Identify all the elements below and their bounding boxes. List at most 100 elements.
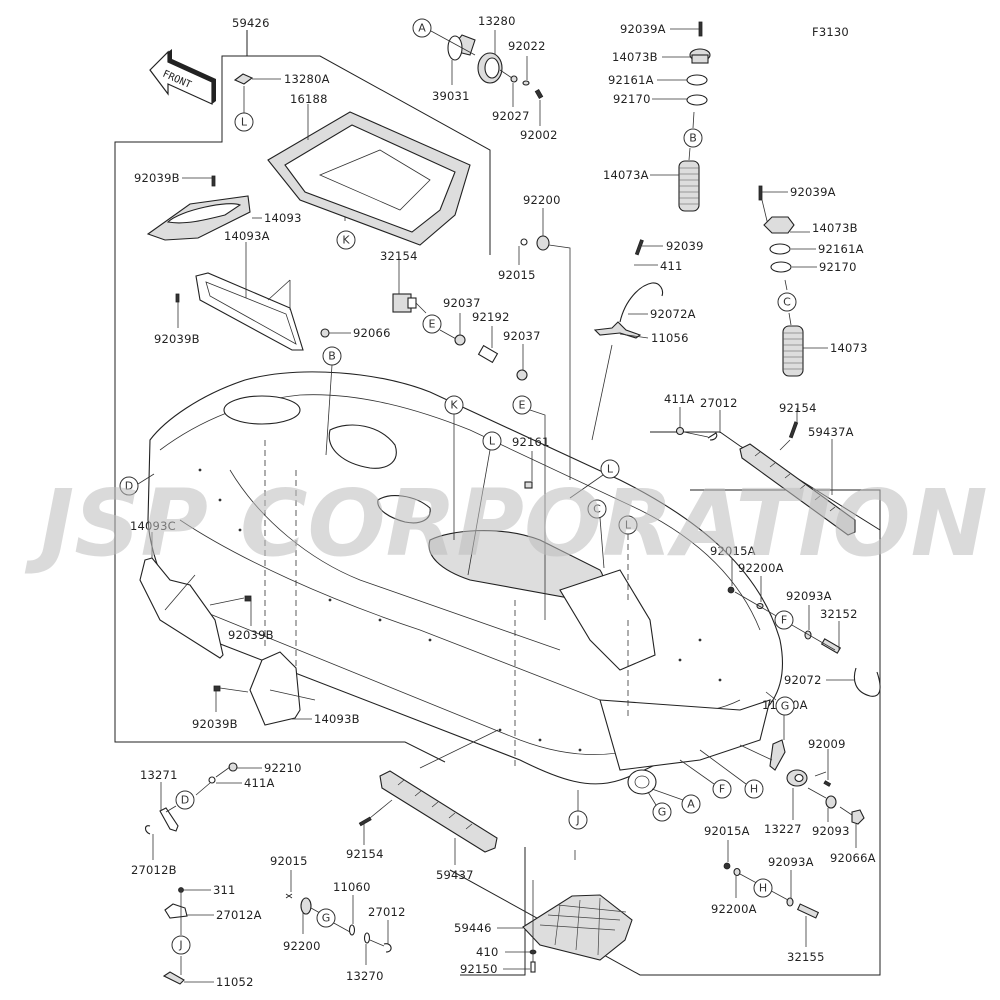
label-92161A-b: 92161A [818,242,864,256]
label-11056: 11056 [651,331,689,345]
part-92009-screw [823,780,832,787]
label-59437A: 59437A [808,425,854,439]
part-27012A-bracket [164,903,188,919]
part-92022 [522,80,530,86]
svg-text:L: L [489,435,496,448]
svg-text:D: D [181,794,189,807]
label-92027: 92027 [492,109,530,123]
callout-L-top: L [234,112,254,132]
part-13227-housing [786,769,808,820]
front-arrow-icon: FRONT [149,49,216,105]
part-27012B-pin [144,825,151,835]
label-59446: 59446 [454,921,492,935]
label-92093A-a: 92093A [786,589,832,603]
label-92039B-d: 92039B [192,717,238,731]
part-92037-b [516,369,528,381]
part-14093C-panel [139,532,224,659]
svg-text:H: H [750,783,758,796]
label-411A-a: 411A [664,392,695,406]
label-311: 311 [213,883,236,897]
part-14093B-panel [249,651,316,726]
label-27012-a: 27012 [700,396,738,410]
part-27012-a [707,432,718,441]
callout-L-hull-b: L [569,459,620,499]
callout-G-stern: G [647,791,672,822]
screw-92039B-c [244,595,252,602]
label-13280A: 13280A [284,72,330,86]
svg-text:J: J [575,814,579,827]
part-92015-b [285,893,293,899]
callout-B-top: B [683,128,703,148]
label-13280: 13280 [478,14,516,28]
label-13271: 13271 [140,768,178,782]
hose-assembly-c [758,185,828,377]
part-92154-a [788,421,799,439]
callout-L-hull-a: L [467,431,502,576]
label-14073B-b: 14073B [812,221,858,235]
svg-text:K: K [450,399,458,412]
label-92154-a: 92154 [779,401,817,415]
label-14073B-a: 14073B [612,50,658,64]
label-92072: 92072 [784,673,822,687]
svg-text:D: D [125,480,133,493]
part-11060A-gasket [769,739,786,771]
part-411A-a [675,426,685,436]
part-13280A [233,73,281,113]
part-13271-lever [159,782,179,832]
part-59446-grate [497,894,633,961]
hose-assembly-b [650,21,711,212]
part-32155-fitting [796,903,820,947]
label-92200-b: 92200 [283,939,321,953]
label-14073: 14073 [830,341,868,355]
part-92192-hose [477,344,499,364]
label-14093A: 14093A [224,229,270,243]
part-92161 [524,481,533,489]
part-92002-bolt [534,88,544,100]
label-92039B-c: 92039B [228,628,274,642]
part-92093A-a [804,630,812,640]
label-59437: 59437 [436,868,474,882]
part-16188-tray [267,104,471,246]
label-11052: 11052 [216,975,254,989]
svg-text:A: A [687,798,695,811]
svg-text:E: E [519,399,526,412]
label-11060: 11060 [333,880,371,894]
label-92002: 92002 [520,128,558,142]
part-92210 [228,762,238,772]
part-92066 [320,328,330,338]
part-59437A-sponson [739,439,856,536]
part-11060-oring [348,924,356,936]
callout-L-hull-c: L [618,515,638,600]
part-32152-fitting [820,621,842,654]
label-92009: 92009 [808,737,846,751]
part-92072-clamp [826,667,881,697]
callout-F-right: F [774,610,794,630]
part-27012-b-pin [383,943,392,953]
part-92072A-strap [591,239,664,441]
callout-B-hull: B [322,346,342,456]
label-92200A-b: 92200A [711,902,757,916]
part-11052-bracket [162,971,185,985]
svg-text:G: G [781,700,790,713]
label-92200: 92200 [523,193,561,207]
callout-H-stern: H [699,749,764,799]
label-92170-a: 92170 [613,92,651,106]
label-92039A-a: 92039A [620,22,666,36]
label-16188: 16188 [290,92,328,106]
svg-text:B: B [689,132,697,145]
part-92200A-b [733,867,741,877]
label-92039B-a: 92039B [134,171,180,185]
label-27012B: 27012B [131,863,177,877]
callout-E-hull: E [512,395,546,620]
label-92015A-a: 92015A [710,544,756,558]
svg-text:G: G [322,912,331,925]
svg-text:L: L [625,519,632,532]
label-39031: 39031 [432,89,470,103]
part-13270-oring [363,932,371,944]
label-92066: 92066 [353,326,391,340]
label-92093: 92093 [812,824,850,838]
label-14073A: 14073A [603,168,649,182]
callout-E-fitting: E [422,314,442,334]
part-92027 [510,75,518,83]
